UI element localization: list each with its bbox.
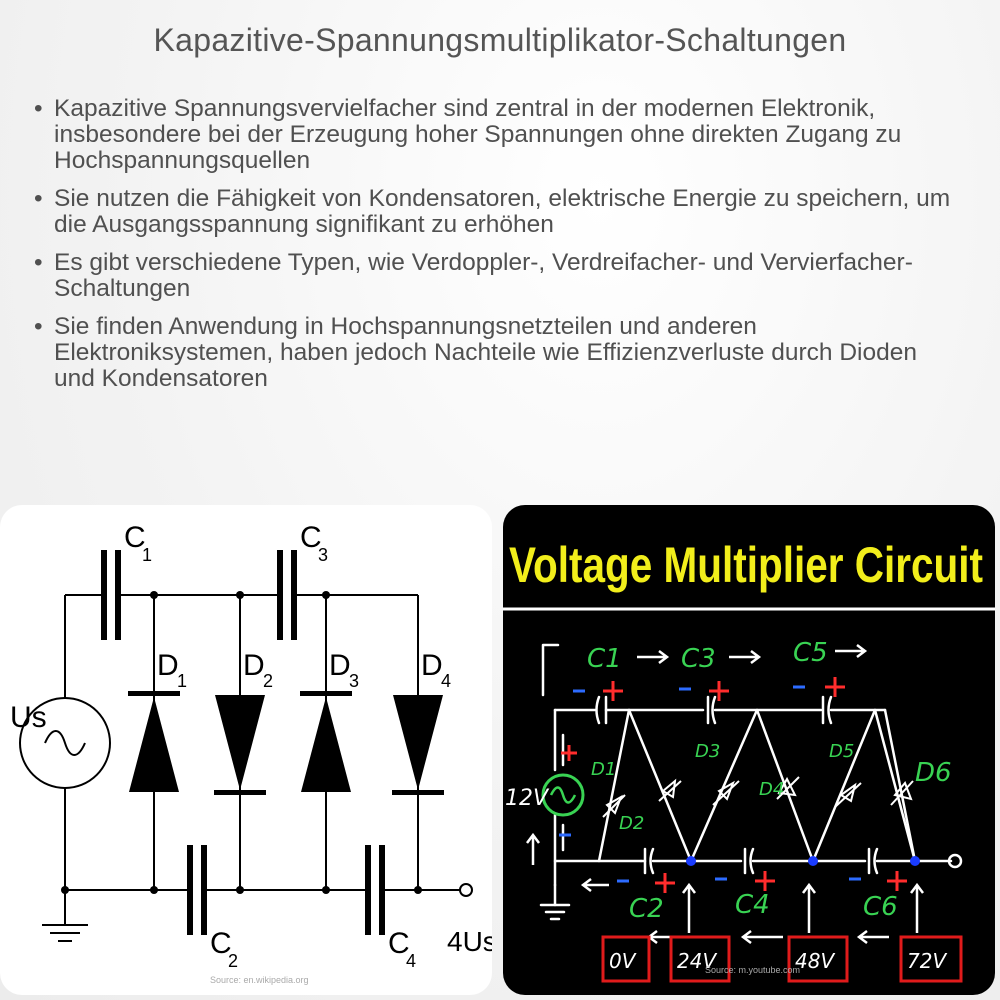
svg-text:2: 2: [263, 671, 273, 691]
voltage-multiplier-panel: Voltage Multiplier Circuit: [503, 505, 995, 995]
voltage-multiplier-drawing: Voltage Multiplier Circuit: [503, 537, 995, 983]
voltage-box-72v: 72V: [899, 935, 963, 983]
diode-label-d5: D5: [829, 741, 854, 762]
quadrupler-schematic-panel: Us 4Us C 1 C 3 C 2 C 4 D 1 D 2 D 3: [0, 505, 492, 995]
svg-text:D: D: [421, 649, 443, 682]
diode-label-d4: D4: [759, 779, 784, 800]
source-credit: Source: m.youtube.com: [705, 965, 800, 975]
cap-label-c4: C4: [735, 890, 770, 920]
bullet-item: Kapazitive Spannungsvervielfacher sind z…: [32, 96, 962, 174]
svg-text:24V: 24V: [677, 949, 717, 973]
diode-label-d3: D 3: [329, 649, 359, 691]
svg-text:C: C: [210, 927, 232, 960]
ground-icon: [42, 924, 88, 942]
output-terminal: [947, 853, 963, 869]
page-title: Kapazitive-Spannungsmultiplikator-Schalt…: [153, 22, 847, 58]
capacitor-label-c1: C 1: [124, 521, 152, 565]
svg-text:1: 1: [177, 671, 187, 691]
voltage-box-0v: 0V: [601, 935, 651, 983]
svg-text:48V: 48V: [795, 949, 835, 973]
bullet-item: Sie nutzen die Fähigkeit von Kondensator…: [32, 186, 962, 238]
diode-d1-icon: [129, 697, 179, 792]
svg-text:D: D: [243, 649, 265, 682]
diode-label-d1: D 1: [157, 649, 187, 691]
svg-text:D: D: [157, 649, 179, 682]
bullet-item: Sie finden Anwendung in Hochspannungsnet…: [32, 314, 962, 392]
svg-text:C: C: [124, 521, 146, 554]
svg-text:D: D: [329, 649, 351, 682]
cap-label-c2: C2: [629, 894, 664, 924]
cap-label-c1: C1: [587, 644, 622, 674]
diode-label-d3: D3: [695, 741, 720, 762]
svg-text:3: 3: [318, 545, 328, 565]
capacitor-label-c4: C 4: [388, 927, 416, 971]
diode-d4-icon: [393, 695, 443, 790]
svg-text:C: C: [388, 927, 410, 960]
svg-text:0V: 0V: [609, 949, 637, 973]
cap-label-c6: C6: [863, 892, 898, 922]
bullet-item: Es gibt verschiedene Typen, wie Verdoppl…: [32, 250, 962, 302]
diode-label-d2: D 2: [243, 649, 273, 691]
output-terminal: [459, 883, 473, 897]
svg-text:72V: 72V: [907, 949, 947, 973]
diode-label-d4: D 4: [421, 649, 451, 691]
diode-label-d2: D2: [619, 813, 644, 834]
svg-text:C: C: [300, 521, 322, 554]
diode-d3-icon: [301, 697, 351, 792]
voltage-box-24v: 24V: [669, 935, 731, 983]
svg-text:1: 1: [142, 545, 152, 565]
capacitor-label-c2: C 2: [210, 927, 238, 971]
bullet-list: Kapazitive Spannungsvervielfacher sind z…: [32, 96, 962, 404]
drawing-title: Voltage Multiplier Circuit: [509, 537, 983, 593]
quadrupler-schematic: Us 4Us C 1 C 3 C 2 C 4 D 1 D 2 D 3: [10, 521, 492, 985]
svg-text:4: 4: [406, 951, 416, 971]
ac-source-icon: [541, 773, 585, 817]
cap-label-c3: C3: [681, 644, 716, 674]
source-label: Us: [10, 701, 47, 734]
voltage-box-48v: 48V: [787, 935, 849, 983]
cap-label-c5: C5: [793, 638, 828, 668]
capacitor-label-c3: C 3: [300, 521, 328, 565]
diode-label-d6: D6: [915, 758, 952, 788]
diode-label-d1: D1: [591, 759, 616, 780]
source-credit: Source: en.wikipedia.org: [210, 975, 309, 985]
source-voltage: 12V: [505, 786, 550, 811]
svg-text:4: 4: [441, 671, 451, 691]
output-label: 4Us: [447, 926, 492, 957]
svg-text:3: 3: [349, 671, 359, 691]
diode-d2-icon: [215, 695, 265, 790]
svg-text:2: 2: [228, 951, 238, 971]
